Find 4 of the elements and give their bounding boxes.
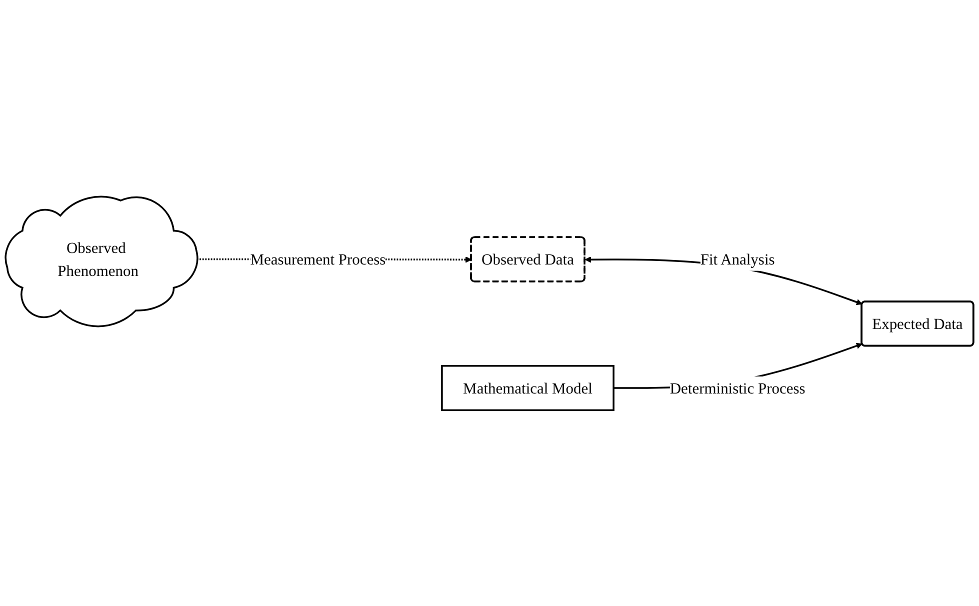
- edge-label: Fit Analysis: [700, 250, 775, 268]
- edge-label: Deterministic Process: [670, 378, 806, 396]
- node-box: Mathematical Model: [441, 364, 614, 411]
- edge-label: Measurement Process: [250, 250, 386, 268]
